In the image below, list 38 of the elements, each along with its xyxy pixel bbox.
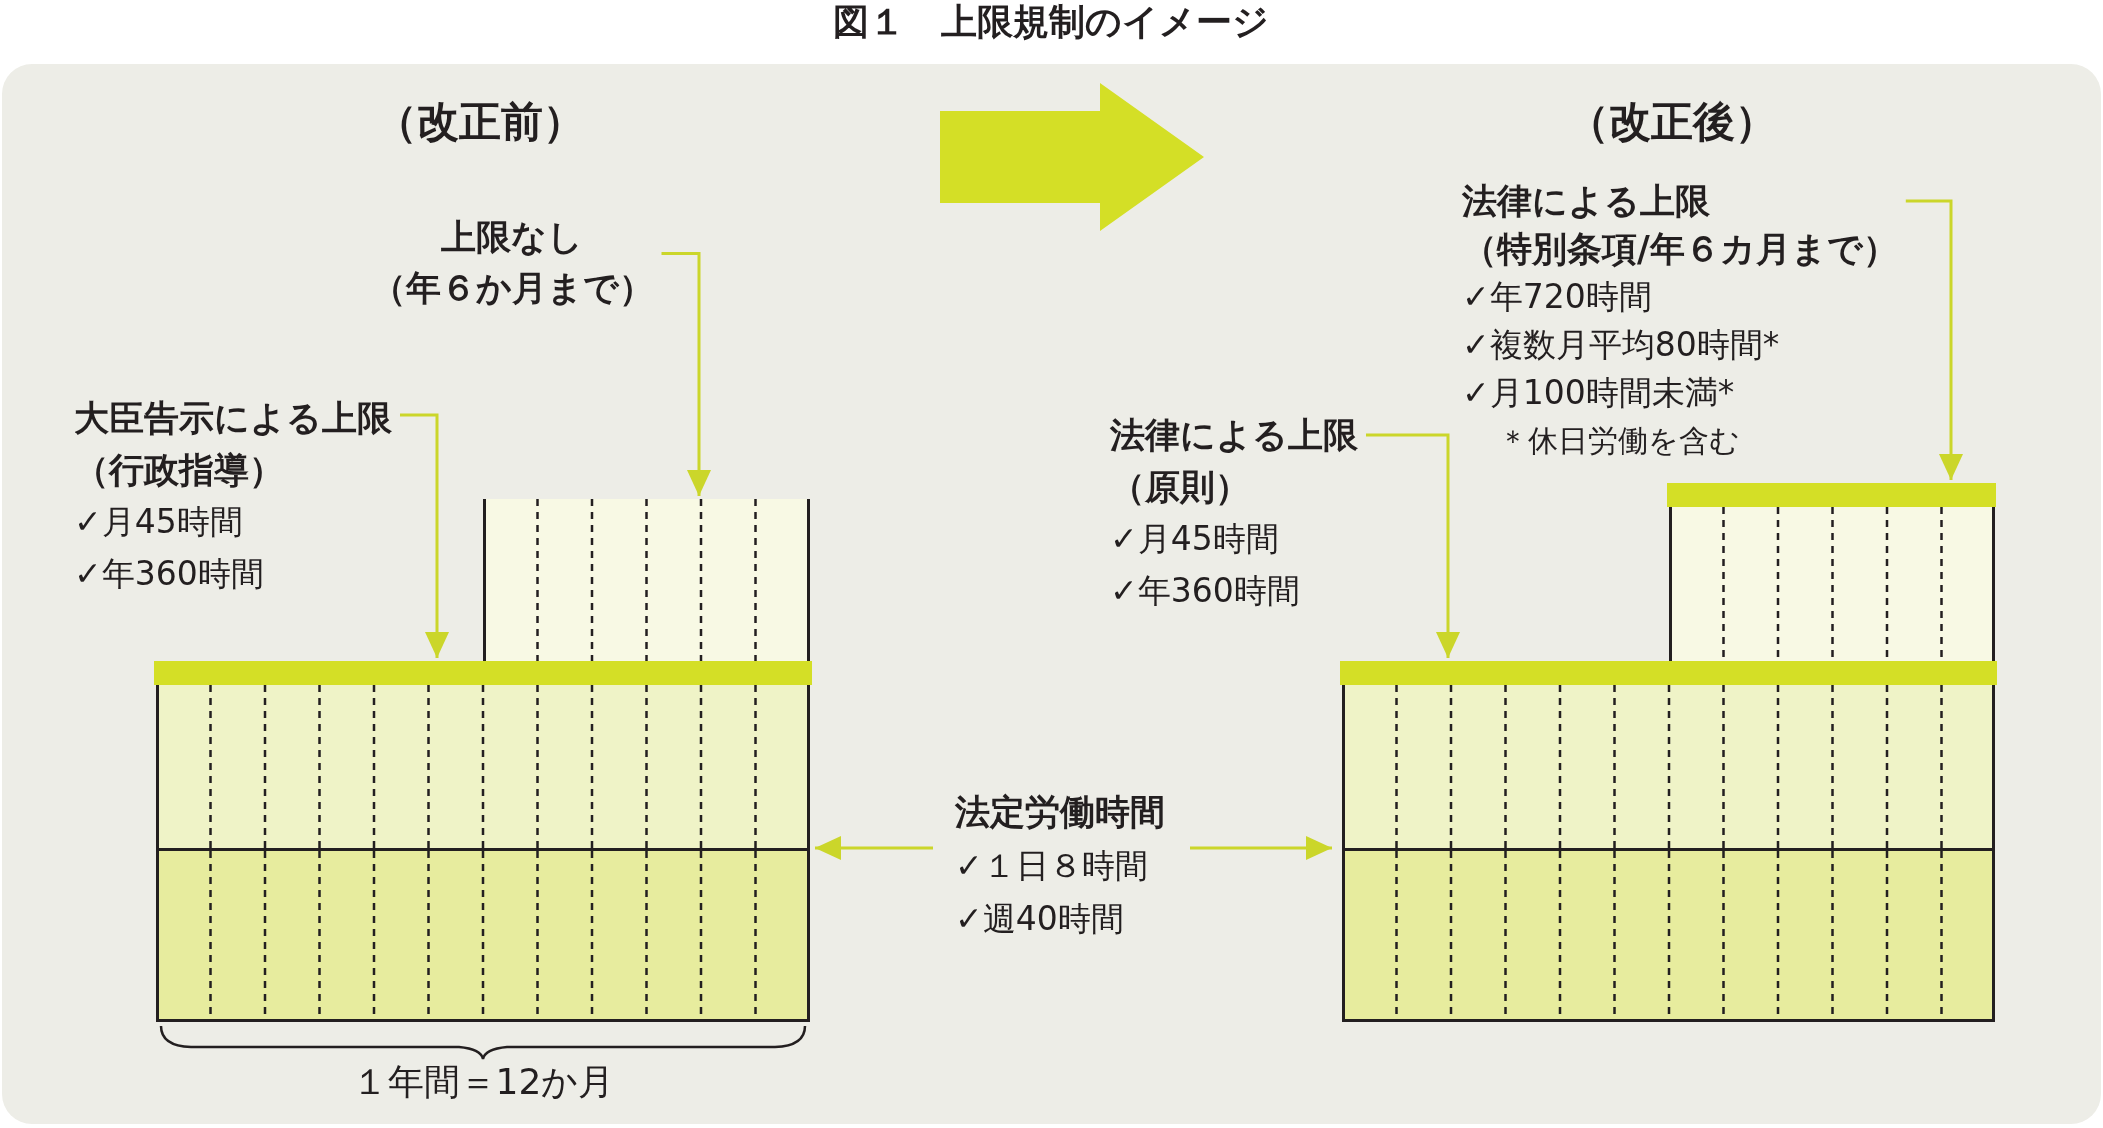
arrow bbox=[1190, 836, 1332, 860]
callout-subheading: （原則） bbox=[1110, 466, 1250, 509]
checklist-item: ✓年720時間 bbox=[1462, 276, 1652, 318]
arrow bbox=[815, 836, 933, 860]
chart-block bbox=[156, 848, 810, 1022]
callout-heading: 法律による上限 bbox=[1110, 414, 1358, 457]
chart-block bbox=[1342, 848, 1995, 1022]
leader-arrow bbox=[400, 413, 449, 658]
callout-subheading: （特別条項/年６カ月まで） bbox=[1462, 228, 1898, 271]
leader-arrow bbox=[661, 252, 711, 496]
callout-subheading: （年６か月まで） bbox=[370, 267, 654, 310]
chart-block bbox=[483, 499, 810, 661]
limit-bar bbox=[1667, 483, 1996, 507]
checklist-item: ✓月100時間未満* bbox=[1462, 372, 1735, 414]
section-heading: （改正後） bbox=[1567, 96, 1777, 148]
callout-subheading: （行政指導） bbox=[74, 449, 284, 492]
checklist-item: ✓週40時間 bbox=[955, 898, 1124, 940]
footnote: ＊休日労働を含む bbox=[1498, 422, 1740, 460]
checklist-item: ✓年360時間 bbox=[1110, 570, 1300, 612]
section-heading: （改正前） bbox=[375, 96, 585, 148]
chart-block bbox=[156, 685, 810, 848]
chart-block bbox=[1669, 507, 1995, 661]
figure-title: 図１ 上限規制のイメージ bbox=[833, 0, 1269, 44]
callout-heading: 法定労働時間 bbox=[955, 791, 1165, 834]
callout-heading: 法律による上限 bbox=[1462, 180, 1710, 223]
checklist-item: ✓月45時間 bbox=[74, 501, 243, 543]
checklist-item: ✓１日８時間 bbox=[955, 845, 1148, 887]
chart-block bbox=[1342, 685, 1995, 848]
limit-bar bbox=[154, 661, 812, 685]
checklist-item: ✓年360時間 bbox=[74, 553, 264, 595]
leader-arrow bbox=[1366, 433, 1460, 658]
checklist-item: ✓月45時間 bbox=[1110, 518, 1279, 560]
leader-arrow bbox=[1905, 199, 1963, 480]
dimension-label: １年間＝12か月 bbox=[351, 1062, 615, 1102]
checklist-item: ✓複数月平均80時間* bbox=[1462, 324, 1780, 366]
limit-bar bbox=[1340, 661, 1997, 685]
callout-heading: 大臣告示による上限 bbox=[74, 397, 392, 440]
callout-heading: 上限なし bbox=[441, 216, 583, 259]
